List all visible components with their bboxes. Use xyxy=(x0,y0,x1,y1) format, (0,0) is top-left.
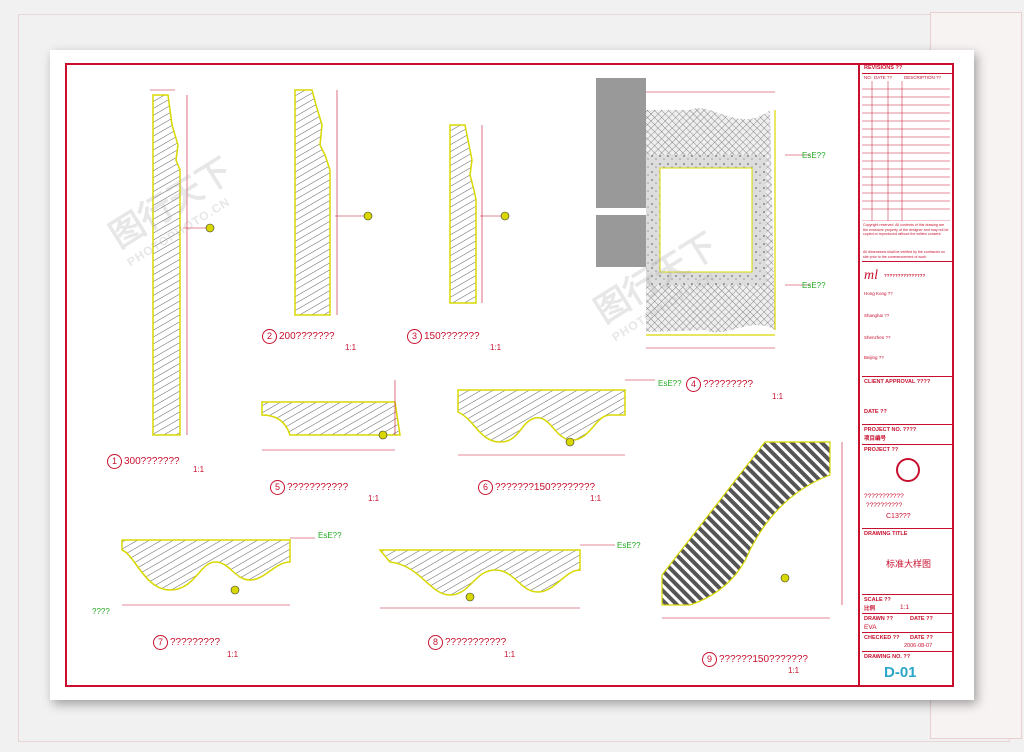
office-shenzhen: Shenzhen ?? xyxy=(864,335,891,340)
drawing-title-label: DRAWING TITLE xyxy=(864,531,908,537)
detail-drawings xyxy=(121,78,843,619)
checked-label: CHECKED ?? xyxy=(864,635,900,641)
drawn-label: DRAWN ?? xyxy=(864,616,894,622)
rev-col-desc: DESCRIPTION ?? xyxy=(904,75,942,80)
office-shanghai: Shanghai ?? xyxy=(864,313,890,318)
dimension-note: All dimensions shall be verified by the … xyxy=(863,250,945,259)
date-label: DATE ?? xyxy=(864,409,887,415)
revision-grid xyxy=(862,81,950,221)
scale-value: 1:1 xyxy=(900,604,910,611)
company-name: ??????????????? xyxy=(884,273,926,278)
project-name-1: ??????????? xyxy=(864,493,904,500)
copyright-note: Copyright reserved. All contents of this… xyxy=(863,223,949,236)
divider xyxy=(862,594,952,595)
scale-cn: 比例 xyxy=(864,606,876,612)
detail-1-profile xyxy=(150,89,215,436)
detail-8-caption: 8??????????? xyxy=(428,635,506,650)
date-label-3: DATE ?? xyxy=(910,635,933,641)
detail-4-section xyxy=(596,78,810,349)
divider xyxy=(862,632,952,633)
drawing-title: 标准大样图 xyxy=(886,559,932,569)
material-tag-4: EsE?? xyxy=(318,531,342,540)
project-name-2: ?????????? xyxy=(866,502,903,509)
detail-6-caption: 6???????150???????? xyxy=(478,480,595,495)
rev-col-date: DATE ?? xyxy=(874,75,892,80)
drawing-no-label: DRAWING NO. ?? xyxy=(864,654,911,660)
detail-4-caption: 4????????? xyxy=(686,377,753,392)
divider xyxy=(862,376,952,377)
detail-5-scale: 1:1 xyxy=(368,494,380,503)
detail-5-caption: 5??????????? xyxy=(270,480,348,495)
material-tag-1: EsE?? xyxy=(802,151,826,160)
material-tag-3: EsE?? xyxy=(658,379,682,388)
project-logo-icon xyxy=(896,458,920,482)
drawing-number: D-01 xyxy=(884,664,917,681)
detail-1-scale: 1:1 xyxy=(193,465,205,474)
office-hongkong: Hong Kong ?? xyxy=(864,291,893,296)
rev-col-no: NO. xyxy=(864,75,873,80)
date-value: 2006-08-07 xyxy=(904,643,933,649)
detail-6-profile xyxy=(457,379,655,456)
divider xyxy=(862,444,952,445)
detail-6-scale: 1:1 xyxy=(590,494,602,503)
detail-3-profile xyxy=(449,124,510,304)
project-no-cn: 项目编号 xyxy=(864,436,887,442)
title-block: REVISIONS ?? NO. DATE ?? DESCRIPTION ?? … xyxy=(858,63,954,687)
detail-4-scale: 1:1 xyxy=(772,392,784,401)
drawn-value: EVA xyxy=(864,624,877,631)
detail-7-profile xyxy=(121,537,315,606)
divider xyxy=(862,651,952,652)
detail-5-profile xyxy=(261,380,401,451)
detail-9-caption: 9??????150??????? xyxy=(702,652,808,667)
date-label-2: DATE ?? xyxy=(910,616,933,622)
project-label: PROJECT ?? xyxy=(864,447,899,453)
detail-3-scale: 1:1 xyxy=(490,343,502,352)
detail-7-note: ???? xyxy=(92,607,110,616)
project-no-label: PROJECT NO. ???? xyxy=(864,427,917,433)
divider xyxy=(862,528,952,529)
scale-label: SCALE ?? xyxy=(864,597,891,603)
material-tag-5: EsE?? xyxy=(617,541,641,550)
drawing-frame xyxy=(65,63,954,687)
detail-8-profile xyxy=(378,544,615,609)
office-beijing: Beijing ?? xyxy=(864,355,884,360)
company-logo: ml xyxy=(864,268,878,283)
detail-7-scale: 1:1 xyxy=(227,650,239,659)
divider xyxy=(862,424,952,425)
divider xyxy=(862,73,952,74)
detail-2-scale: 1:1 xyxy=(345,343,357,352)
revisions-label: REVISIONS ?? xyxy=(864,65,903,71)
material-tag-2: EsE?? xyxy=(802,281,826,290)
divider xyxy=(862,613,952,614)
client-approval-label: CLIENT APPROVAL ???? xyxy=(864,379,931,385)
detail-9-scale: 1:1 xyxy=(788,666,800,675)
detail-8-scale: 1:1 xyxy=(504,650,516,659)
detail-9-profile xyxy=(661,441,843,619)
divider xyxy=(862,261,952,262)
detail-7-caption: 7????????? xyxy=(153,635,220,650)
detail-2-profile xyxy=(294,89,373,316)
project-code: C13??? xyxy=(886,513,911,520)
